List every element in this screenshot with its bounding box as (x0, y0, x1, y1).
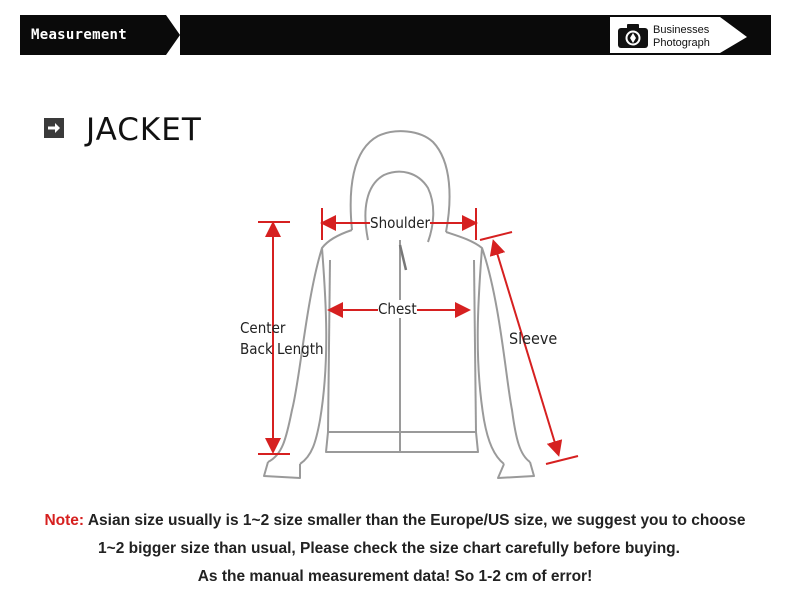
section-title: JACKET (86, 112, 202, 148)
brand-logo: Businesses Photograph (617, 23, 717, 55)
brand-line2: Photograph (653, 37, 710, 49)
note-text1: Asian size usually is 1~2 size smaller t… (87, 512, 746, 529)
center-label-line1: Center (240, 319, 286, 337)
note-line1: Note: Asian size usually is 1~2 size sma… (0, 512, 790, 530)
header-bar-shape (20, 15, 771, 55)
center-back-length-label: Center Back Length (240, 318, 324, 360)
center-label-line2: Back Length (240, 340, 324, 358)
arrow-right-box-icon (44, 118, 64, 138)
note-line2: 1~2 bigger size than usual, Please check… (98, 540, 680, 557)
chest-label: Chest (378, 300, 417, 318)
note-line3: As the manual measurement data! So 1-2 c… (197, 568, 593, 585)
brand-text: Businesses Photograph (653, 24, 710, 50)
sleeve-label: Sleeve (509, 329, 558, 348)
camera-icon (618, 24, 648, 48)
shoulder-label: Shoulder (370, 214, 431, 232)
note-prefix: Note: (44, 512, 85, 529)
header-bar: Measurement Businesses Photograph (20, 15, 771, 55)
header-title: Measurement (31, 27, 128, 43)
brand-line1: Businesses (653, 24, 710, 36)
